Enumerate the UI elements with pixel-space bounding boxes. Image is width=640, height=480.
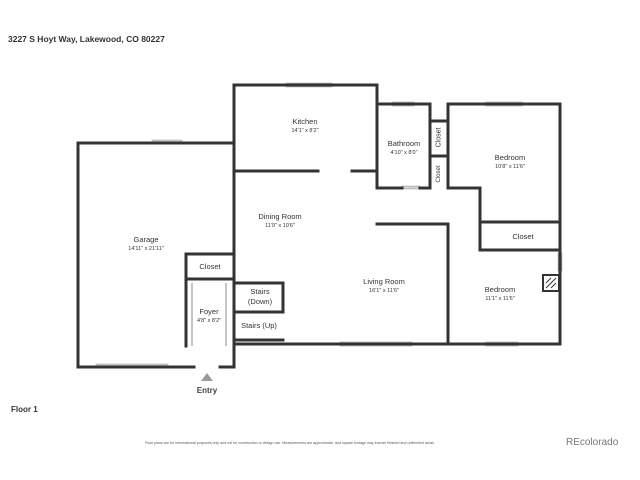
foyer-closet-label: Closet: [199, 262, 221, 271]
foyer-label: Foyer 4'8" x 8'2": [196, 307, 222, 324]
window: [401, 185, 421, 190]
hall-closet-lower-label: Closet: [436, 165, 442, 183]
bedroom-1-label: Bedroom 10'8" x 11'6": [494, 153, 526, 170]
disclaimer-text: Floor plans are for informational purpos…: [145, 441, 435, 445]
floor-plan-canvas: [0, 27, 640, 453]
entry-arrow-icon: [201, 373, 213, 381]
garage-label: Garage 14'11" x 21'11": [128, 235, 164, 252]
floor-label: Floor 1: [11, 405, 38, 414]
hall-closet-upper-label: Closet: [435, 127, 443, 148]
bedroom-2-label: Bedroom 11'1" x 11'6": [484, 285, 516, 302]
kitchen-label: Kitchen 14'1" x 8'2": [291, 117, 319, 134]
wall: [76, 141, 188, 369]
dining-room-label: Dining Room 11'9" x 10'6": [258, 212, 302, 229]
brand-logo: REcolorado: [566, 437, 619, 448]
living-room-label: Living Room 16'1" x 11'6": [363, 277, 405, 294]
top-margin: [0, 0, 640, 27]
bottom-margin: [0, 453, 640, 480]
entry-label: Entry: [196, 386, 218, 395]
property-address: 3227 S Hoyt Way, Lakewood, CO 80227: [8, 34, 165, 44]
stairs-down-label: Stairs (Down): [247, 287, 273, 306]
bedroom-closet-label: Closet: [512, 232, 534, 241]
bathroom-label: Bathroom 4'10" x 8'0": [387, 139, 421, 156]
stairs-up-label: Stairs (Up): [241, 321, 277, 330]
